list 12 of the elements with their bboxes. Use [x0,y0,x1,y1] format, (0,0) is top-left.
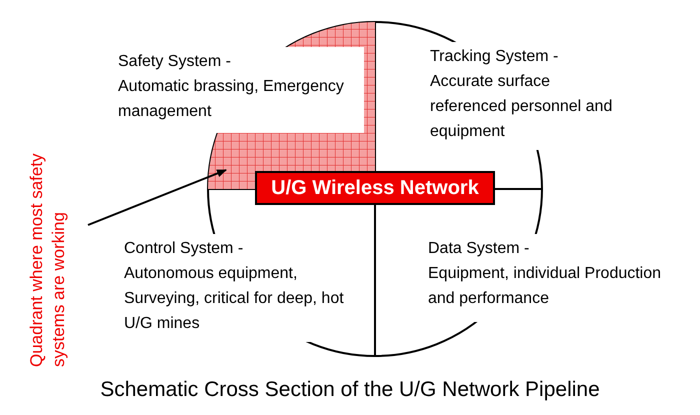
quadrant-description: Accurate surface referenced personnel and equipment [430,72,614,142]
arrow [88,169,227,226]
annotation-text: Quadrant where most safety systems are working [26,152,69,367]
quadrant-heading: Tracking System - [430,47,560,67]
quadrant-description: Automatic brassing, Emergency management [118,77,345,122]
network-label-box: U/G Wireless Network [255,171,495,205]
quadrant-description: Autonomous equipment, Surveying, critical for deep, hot U/G mines [124,264,345,334]
quadrant-heading: Data System - [428,239,530,259]
quadrant-heading: Control System - [124,239,244,259]
quadrant-description: Equipment, individual Production and performance [428,264,662,309]
quadrant-heading: Safety System - [118,52,232,72]
caption: Schematic Cross Section of the U/G Network Pipeline [100,378,600,401]
